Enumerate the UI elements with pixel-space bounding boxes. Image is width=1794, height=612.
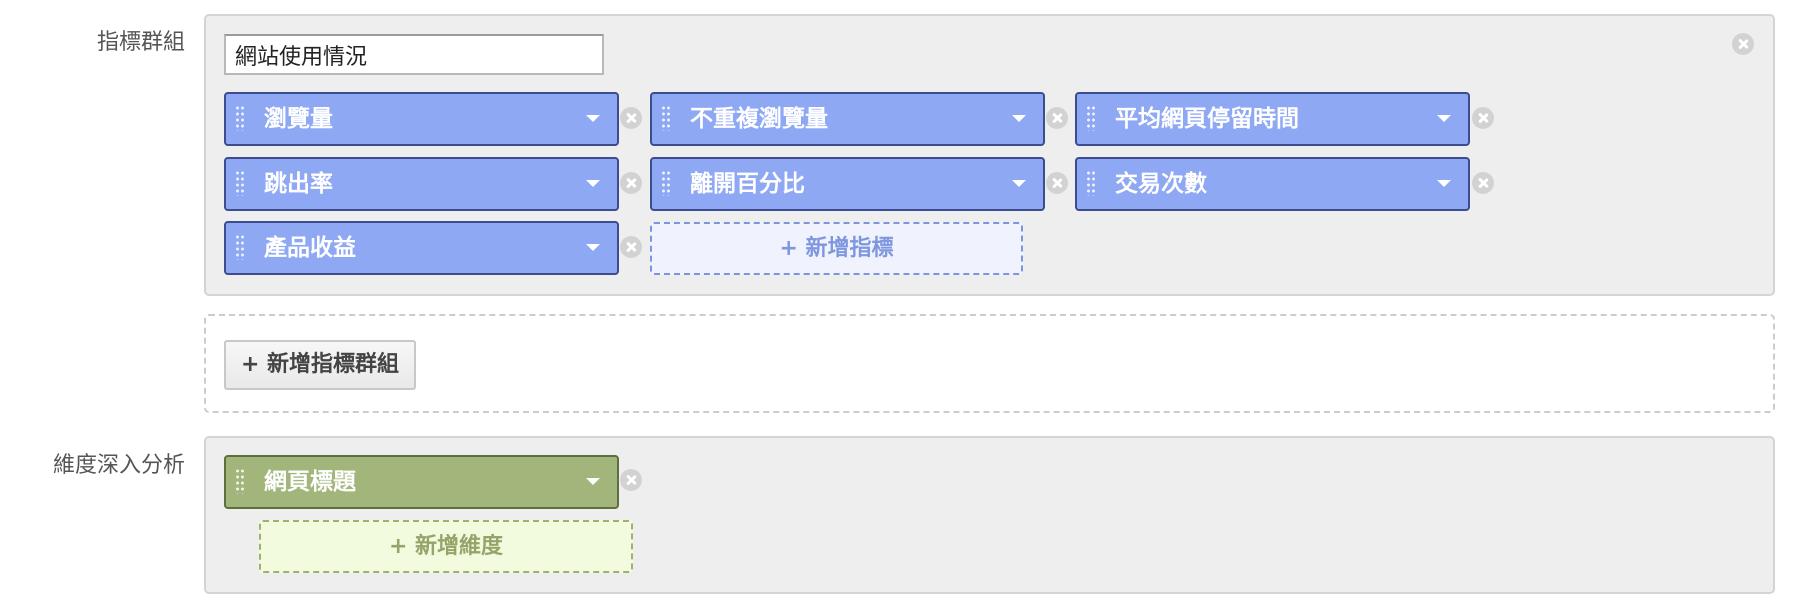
drag-handle-icon[interactable] — [661, 105, 670, 131]
drag-handle-icon[interactable] — [235, 170, 244, 196]
remove-metric-icon[interactable] — [620, 107, 642, 129]
metric-chip-transactions[interactable]: 交易次數 — [1075, 157, 1470, 211]
metric-chip-exit-percentage[interactable]: 離開百分比 — [650, 157, 1045, 211]
remove-metric-icon[interactable] — [620, 172, 642, 194]
metric-chip-label: 交易次數 — [1115, 171, 1207, 197]
remove-dimension-icon[interactable] — [620, 469, 642, 491]
drag-handle-icon[interactable] — [235, 234, 244, 260]
metric-chip-pageviews[interactable]: 瀏覽量 — [224, 92, 619, 146]
remove-metric-icon[interactable] — [620, 236, 642, 258]
drag-handle-icon[interactable] — [1086, 105, 1095, 131]
metric-chip-bounce-rate[interactable]: 跳出率 — [224, 157, 619, 211]
drag-handle-icon[interactable] — [235, 468, 244, 494]
chevron-down-icon[interactable] — [1012, 180, 1026, 187]
add-metric-group-button[interactable]: + 新增指標群組 — [224, 340, 416, 390]
remove-metric-group-icon[interactable] — [1732, 33, 1754, 55]
chevron-down-icon[interactable] — [1437, 180, 1451, 187]
metric-group-label: 指標群組 — [96, 30, 185, 55]
dimension-chip-label: 網頁標題 — [264, 469, 356, 495]
chevron-down-icon[interactable] — [586, 115, 600, 122]
chevron-down-icon[interactable] — [1437, 115, 1451, 122]
metric-group-name-input[interactable] — [224, 34, 604, 75]
remove-metric-icon[interactable] — [1472, 172, 1494, 194]
add-metric-group-area — [204, 314, 1775, 413]
metric-chip-label: 平均網頁停留時間 — [1115, 106, 1299, 132]
chevron-down-icon[interactable] — [1012, 115, 1026, 122]
add-metric-button[interactable]: + 新增指標 — [650, 222, 1023, 275]
remove-metric-icon[interactable] — [1046, 172, 1068, 194]
metric-chip-label: 不重複瀏覽量 — [690, 106, 828, 132]
metric-chip-unique-pageviews[interactable]: 不重複瀏覽量 — [650, 92, 1045, 146]
chevron-down-icon[interactable] — [586, 180, 600, 187]
add-dimension-button[interactable]: + 新增維度 — [259, 520, 633, 573]
metric-chip-label: 瀏覽量 — [264, 106, 333, 132]
metric-chip-product-revenue[interactable]: 產品收益 — [224, 221, 619, 275]
metric-chip-label: 跳出率 — [264, 171, 333, 197]
drag-handle-icon[interactable] — [1086, 170, 1095, 196]
drag-handle-icon[interactable] — [661, 170, 670, 196]
chevron-down-icon[interactable] — [586, 478, 600, 485]
dimension-chip-page-title[interactable]: 網頁標題 — [224, 455, 619, 509]
remove-metric-icon[interactable] — [1472, 107, 1494, 129]
metric-chip-avg-time-on-page[interactable]: 平均網頁停留時間 — [1075, 92, 1470, 146]
drag-handle-icon[interactable] — [235, 105, 244, 131]
metric-chip-label: 離開百分比 — [690, 171, 805, 197]
metric-chip-label: 產品收益 — [264, 235, 356, 261]
dimension-drilldown-label: 維度深入分析 — [52, 453, 185, 478]
chevron-down-icon[interactable] — [586, 244, 600, 251]
remove-metric-icon[interactable] — [1046, 107, 1068, 129]
